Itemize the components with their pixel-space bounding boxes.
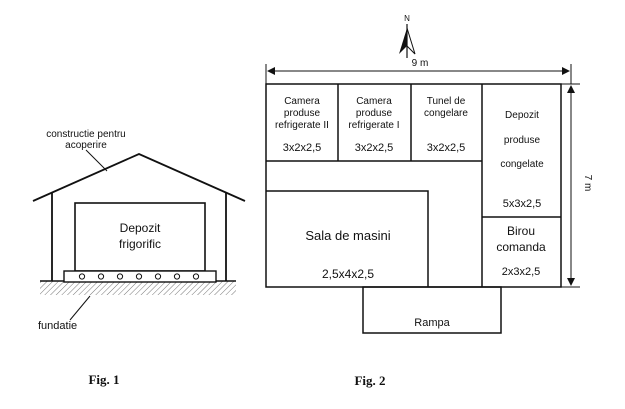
fig1-building	[32, 149, 246, 321]
depozit-size: 5x3x2,5	[503, 198, 542, 210]
foundation-label: fundatie	[38, 320, 77, 332]
room-tunel: Tunel de congelare 3x2x2,5	[424, 96, 468, 154]
room-sala-de-masini: Sala de masini 2,5x4x2,5	[305, 228, 390, 281]
depot-label-line1: Depozit	[120, 221, 161, 235]
height-dimension	[561, 83, 580, 288]
birou-line1: Birou	[507, 224, 535, 238]
tunel-line1: Tunel de	[427, 96, 466, 107]
birou-line2: comanda	[496, 240, 546, 254]
camera2-line3: refrigerate II	[275, 120, 329, 131]
depot-label-line2: frigorific	[119, 237, 161, 251]
camera2-line2: produse	[284, 108, 321, 119]
sala-line1: Sala de masini	[305, 228, 390, 243]
roof-label-line1: constructie pentru	[46, 129, 126, 140]
room-camera-1: Camera produse refrigerate I 3x2x2,5	[348, 96, 399, 154]
camera1-line2: produse	[356, 108, 393, 119]
camera1-size: 3x2x2,5	[355, 142, 394, 154]
tunel-line2: congelare	[424, 108, 468, 119]
camera1-line1: Camera	[356, 96, 392, 107]
roof-label-line2: acoperire	[65, 140, 107, 151]
room-birou: Birou comanda 2x3x2,5	[496, 224, 546, 278]
roof-leader	[85, 149, 108, 172]
foundation-circles	[78, 273, 200, 280]
depozit-line1: Depozit	[505, 110, 539, 121]
camera2-line1: Camera	[284, 96, 320, 107]
foundation-strip	[63, 270, 217, 283]
camera1-line3: refrigerate I	[348, 120, 399, 131]
sala-size: 2,5x4x2,5	[322, 267, 374, 281]
ground-hatch	[40, 281, 236, 295]
fig1-caption: Fig. 1	[88, 372, 119, 387]
width-dimension-label: 9 m	[412, 58, 429, 69]
depozit-line2: produse	[504, 135, 541, 146]
camera2-size: 3x2x2,5	[283, 142, 322, 154]
height-dimension-label: 7 m	[582, 175, 593, 192]
fig2-caption: Fig. 2	[354, 373, 385, 388]
rampa-label: Rampa	[414, 317, 450, 329]
tunel-size: 3x2x2,5	[427, 142, 466, 154]
room-camera-2: Camera produse refrigerate II 3x2x2,5	[275, 96, 329, 154]
depozit-line3: congelate	[500, 159, 544, 170]
north-arrow	[399, 24, 416, 58]
north-label: N	[404, 14, 410, 23]
foundation-leader	[69, 295, 91, 321]
floor-plan	[265, 83, 562, 334]
roof-outline	[32, 153, 246, 202]
width-dimension	[265, 64, 572, 84]
birou-size: 2x3x2,5	[502, 266, 541, 278]
room-depozit: Depozit produse congelate 5x3x2,5	[500, 110, 544, 210]
